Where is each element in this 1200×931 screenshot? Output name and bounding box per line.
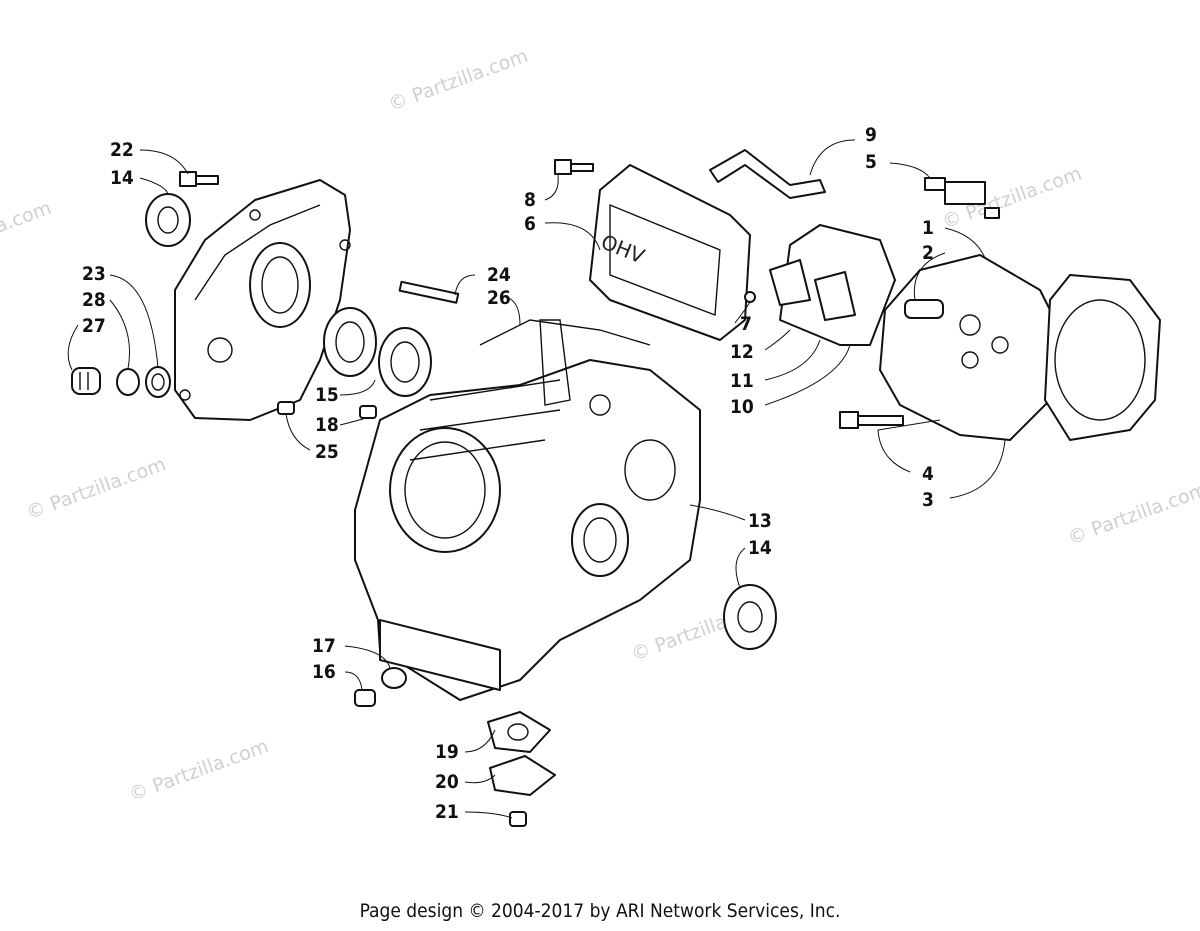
dowel-25 <box>277 401 295 415</box>
callout-6: 6 <box>524 213 536 235</box>
callout-3: 3 <box>922 489 934 511</box>
callout-9: 9 <box>865 124 877 146</box>
leader-lines <box>67 139 1006 819</box>
callout-14: 14 <box>748 537 772 559</box>
callout-19: 19 <box>435 741 459 763</box>
callout-22: 22 <box>110 139 134 161</box>
cylinder-head <box>879 254 1061 441</box>
callout-8: 8 <box>524 189 536 211</box>
bolt-21 <box>509 811 527 827</box>
callout-10: 10 <box>730 396 754 418</box>
watermark: © Partzilla.com <box>1065 479 1200 550</box>
callout-20: 20 <box>435 771 459 793</box>
callout-24: 24 <box>487 264 511 286</box>
bearing-14-left <box>145 193 191 247</box>
bolt-22 <box>179 171 219 187</box>
gasket-26 <box>479 319 651 346</box>
callout-2: 2 <box>922 242 934 264</box>
copyright-footer: Page design © 2004-2017 by ARI Network S… <box>359 900 841 922</box>
bolt-8 <box>554 159 594 175</box>
bearing-15 <box>323 307 432 397</box>
watermark: © Partzilla.com <box>0 197 54 268</box>
callout-12: 12 <box>730 341 754 363</box>
callout-25: 25 <box>315 441 339 463</box>
crankcase-cover <box>174 179 351 421</box>
callout-15: 15 <box>315 384 339 406</box>
callout-7: 7 <box>740 313 752 335</box>
callout-13: 13 <box>748 510 772 532</box>
callout-28: 28 <box>82 289 106 311</box>
callout-21: 21 <box>435 801 459 823</box>
callout-16: 16 <box>312 661 336 683</box>
callout-5: 5 <box>865 151 877 173</box>
bolt-4 <box>839 411 904 429</box>
callout-17: 17 <box>312 635 336 657</box>
o-ring-28 <box>116 368 140 396</box>
bearing-14-right <box>723 584 777 650</box>
cover-20 <box>489 755 556 796</box>
rocker-assembly <box>744 224 896 346</box>
seal-23 <box>145 366 171 398</box>
valve-cover: OHV <box>589 164 751 341</box>
breather-tube-9 <box>709 149 826 199</box>
watermark: © Partzilla.com <box>23 453 168 524</box>
callout-labels: 22 14 23 28 27 8 6 24 26 15 18 25 9 5 1 … <box>82 124 934 823</box>
watermark: © Partzilla.com <box>386 45 531 116</box>
callout-1: 1 <box>922 217 934 239</box>
callout-11: 11 <box>730 370 754 392</box>
callout-4: 4 <box>922 463 934 485</box>
callout-27: 27 <box>82 315 106 337</box>
head-gasket <box>1044 274 1161 441</box>
gasket-19 <box>487 711 551 753</box>
dowel-18 <box>359 405 377 419</box>
spark-plug-5 <box>924 177 1000 219</box>
callout-26: 26 <box>487 287 511 309</box>
callout-18: 18 <box>315 414 339 436</box>
pin-24 <box>398 280 460 304</box>
crankcase-block <box>354 319 701 701</box>
washer-17 <box>381 667 407 689</box>
callout-23: 23 <box>82 263 106 285</box>
drain-plug-27 <box>71 367 101 395</box>
callout-14: 14 <box>110 167 134 189</box>
watermark: © Partzilla.com <box>126 735 271 806</box>
plug-16 <box>354 689 376 707</box>
